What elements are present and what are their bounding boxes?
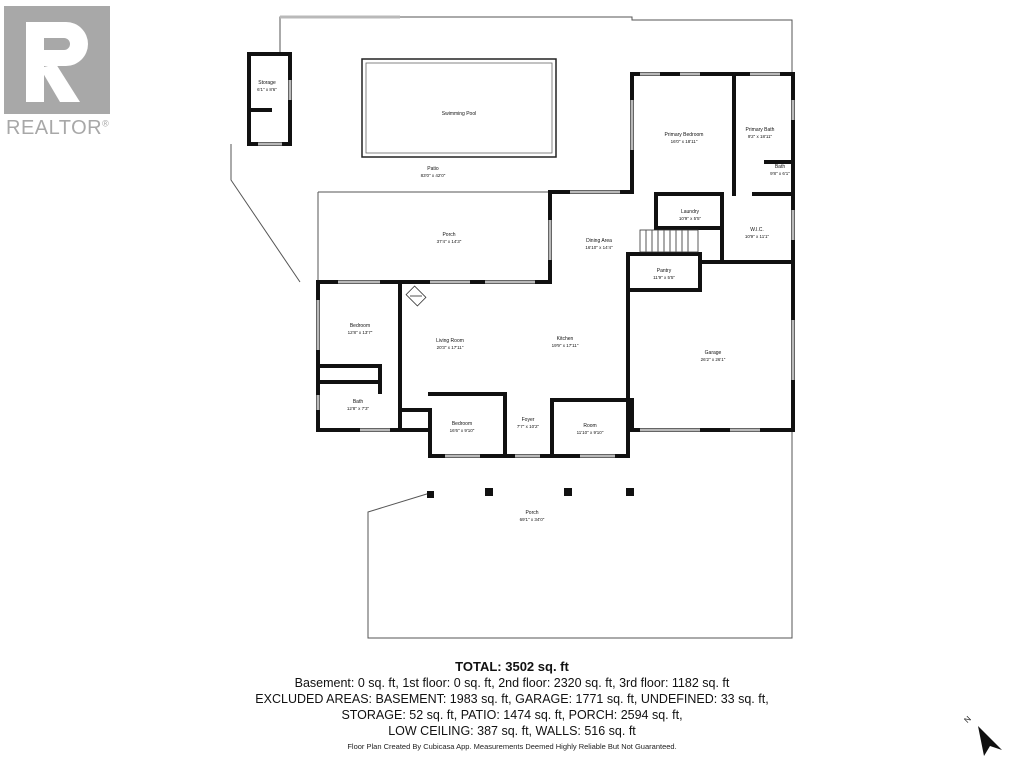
total-area: TOTAL: 3502 sq. ft [455,659,569,674]
room-dim-patio: 83'0" x 42'0" [421,173,446,178]
room-name-foyer: Foyer [522,417,535,423]
north-arrow-icon: N [962,714,1002,756]
room-dim-porch-front: 69'1" x 34'0" [520,517,545,522]
windows [280,15,795,458]
area-line-floors: Basement: 0 sq. ft, 1st floor: 0 sq. ft,… [294,676,730,690]
room-dim-pantry: 11'9" x 5'5" [653,275,675,280]
swimming-pool [361,58,557,158]
floor-plan: Storage 6'1" x 8'6" Swimming Pool Patio … [230,15,795,639]
footnote: Floor Plan Created By Cubicasa App. Meas… [347,742,677,751]
area-line-excluded-2: STORAGE: 52 sq. ft, PATIO: 1474 sq. ft, … [341,708,683,722]
house-walls [316,72,795,458]
front-porch-outline [367,430,793,639]
room-name-primary-bedroom: Primary Bedroom [665,132,704,138]
fireplace-icon [405,285,427,307]
room-dim-living: 20'3" x 17'11" [437,345,464,350]
compass-label: N [962,714,973,725]
room-name-wic: W.I.C. [750,227,764,233]
room-name-kitchen: Kitchen [557,336,574,342]
realtor-logo [4,6,110,114]
room-name-patio: Patio [427,166,439,172]
stairs [639,229,699,253]
room-name-laundry: Laundry [681,209,700,215]
room-dim-dining: 16'10" x 14'4" [585,245,613,250]
room-name-storage: Storage [258,80,276,86]
room-name-bedroom-2: Bedroom [452,421,472,427]
area-line-excluded-3: LOW CEILING: 387 sq. ft, WALLS: 516 sq. … [388,724,636,738]
room-dim-primary-bath: 9'2" x 18'11" [748,134,773,139]
room-dim-porch-back: 37'4" x 14'3" [437,239,462,244]
room-name-bath-small: Bath [775,164,786,170]
room-dim-primary-bedroom: 16'0" x 18'11" [671,139,698,144]
room-name-dining: Dining Area [586,238,612,244]
room-dim-storage: 6'1" x 8'6" [257,87,277,92]
room-labels: Storage 6'1" x 8'6" Swimming Pool Patio … [257,80,790,522]
room-name-garage: Garage [705,350,722,356]
room-name-porch-back: Porch [442,232,455,238]
room-name-living: Living Room [436,338,464,344]
room-dim-foyer: 7'7" x 10'2" [517,424,540,429]
room-name-pool: Swimming Pool [442,111,476,117]
porch-posts [427,488,634,498]
room-dim-wic: 10'9" x 11'1" [745,234,770,239]
room-dim-bath-2: 12'8" x 7'3" [347,406,370,411]
room-dim-laundry: 10'9" x 5'5" [679,216,702,221]
room-dim-kitchen: 19'9" x 17'11" [552,343,579,348]
room-dim-garage: 26'2" x 26'1" [701,357,726,362]
realtor-logo-text: REALTOR® [6,117,110,139]
area-breakdown: Basement: 0 sq. ft, 1st floor: 0 sq. ft,… [0,675,1024,739]
room-name-pantry: Pantry [657,268,672,274]
area-line-excluded-1: EXCLUDED AREAS: BASEMENT: 1983 sq. ft, G… [255,692,769,706]
storage-walls [247,52,292,146]
room-name-room: Room [583,423,596,429]
room-dim-bath-small: 9'8" x 6'1" [770,171,790,176]
room-dim-room: 11'10" x 9'10" [577,430,604,435]
room-dim-bedroom-2: 16'6" x 9'10" [450,428,475,433]
room-name-bath-2: Bath [353,399,364,405]
room-name-porch-front: Porch [525,510,538,516]
room-name-primary-bath: Primary Bath [746,127,775,133]
room-name-bedroom-1: Bedroom [350,323,370,329]
room-dim-bedroom-1: 12'8" x 13'7" [348,330,373,335]
